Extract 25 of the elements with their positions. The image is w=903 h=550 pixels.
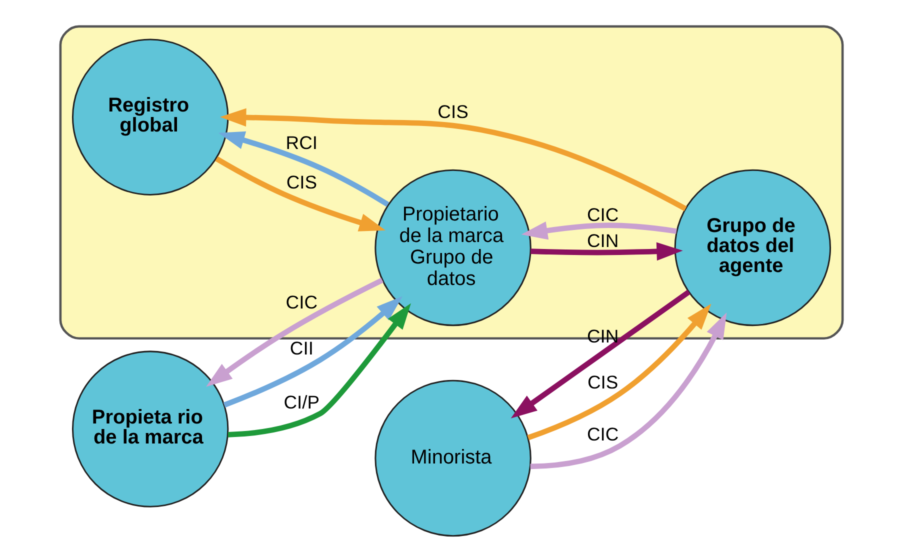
arrow (530, 242, 683, 261)
node-circle: Propieta rio de la marca (72, 350, 229, 508)
arrow (206, 278, 384, 387)
arrow (510, 290, 690, 418)
arrow (228, 303, 411, 438)
edge-label: CIC (586, 424, 619, 445)
arrow (215, 156, 386, 232)
arrow (527, 304, 712, 440)
node-circle: Minorista (374, 380, 532, 537)
edge-label: CIC (286, 292, 318, 313)
node-circle: Grupo de datos del agente (674, 169, 832, 326)
edge-label: CIS (286, 172, 318, 193)
arrow (223, 296, 402, 408)
edge-label: CIS (587, 371, 618, 392)
edge-label: RCI (286, 132, 318, 153)
edge-label: CI/P (284, 391, 320, 412)
edge-label: CIS (438, 101, 468, 122)
arrow (218, 131, 390, 207)
arrow (521, 222, 677, 240)
node-circle: Registro global (72, 38, 229, 196)
edge-label: CIC (586, 204, 619, 225)
edge-label: CIN (586, 230, 619, 252)
edge-label: CII (290, 338, 314, 359)
arrow (530, 312, 727, 470)
arrow (220, 108, 687, 212)
